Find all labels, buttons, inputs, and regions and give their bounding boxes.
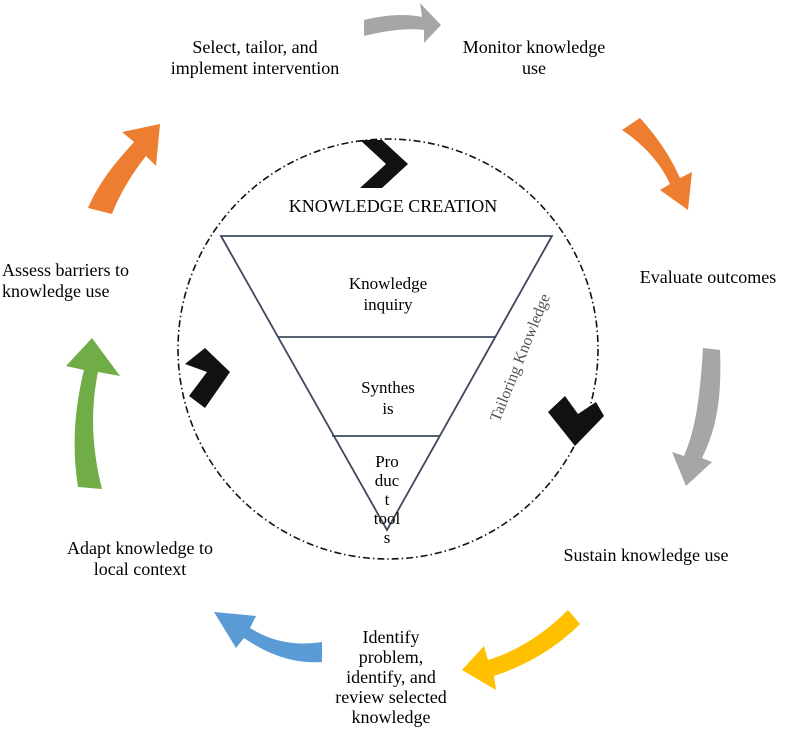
step-select-tailor-implement: Select, tailor, and implement interventi… <box>170 37 340 78</box>
chevron-right-icon <box>548 396 604 446</box>
funnel-label-inquiry: Knowledge inquiry <box>348 274 428 314</box>
arrow-yellow-bottom <box>462 610 580 690</box>
knowledge-creation-title: KNOWLEDGE CREATION <box>288 196 498 216</box>
arrow-green-left <box>66 338 120 489</box>
knowledge-funnel <box>219 235 554 532</box>
step-sustain-knowledge-use: Sustain knowledge use <box>563 545 729 565</box>
chevron-left-icon <box>185 348 230 408</box>
step-evaluate-outcomes: Evaluate outcomes <box>639 267 777 287</box>
arrow-orange-right <box>622 118 692 210</box>
chevron-top-icon <box>360 140 408 188</box>
arrow-blue-bottom <box>214 612 322 663</box>
knowledge-creation-circle <box>177 138 599 560</box>
step-assess-barriers: Assess barriers to knowledge use <box>2 260 129 301</box>
step-monitor-knowledge-use: Monitor knowledge use <box>462 37 606 78</box>
arrow-orange-left <box>88 124 160 214</box>
step-identify-problem: Identify problem, identify, and review s… <box>335 627 447 727</box>
funnel-label-products: Pro duc t tool s <box>373 452 401 547</box>
arrow-gray-top <box>364 3 441 43</box>
funnel-label-synthesis: Synthes is <box>361 378 415 418</box>
arrow-gray-right <box>672 348 721 486</box>
step-adapt-knowledge: Adapt knowledge to local context <box>67 538 213 579</box>
